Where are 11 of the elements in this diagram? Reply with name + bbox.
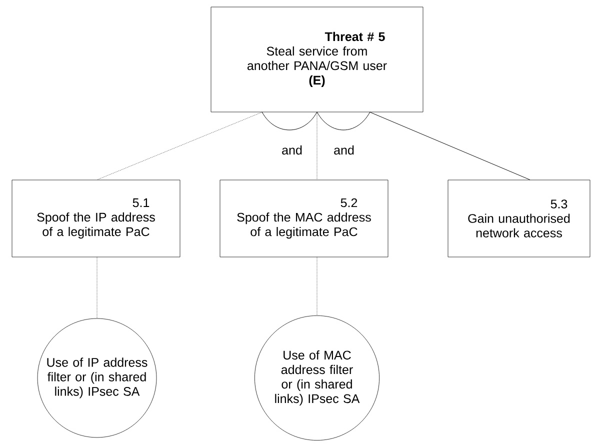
connector-line: [370, 112, 530, 180]
process-box: 5.3 Gain unauthorised network access: [448, 180, 590, 258]
process-box: Threat # 5 Steal service from another PANA/GSM user (E): [210, 6, 424, 112]
process-box: 5.2 Spoof the MAC address of a legitimate PaC: [220, 180, 388, 258]
connector-line: [96, 256, 98, 319]
connector-line: [316, 112, 318, 180]
connector-line: [96, 112, 262, 180]
and-label: and: [282, 145, 302, 155]
and-label: and: [334, 145, 354, 155]
process-box: 5.1 Spoof the IP address of a legitimate PaC: [12, 180, 180, 258]
connector-line: [316, 256, 318, 316]
